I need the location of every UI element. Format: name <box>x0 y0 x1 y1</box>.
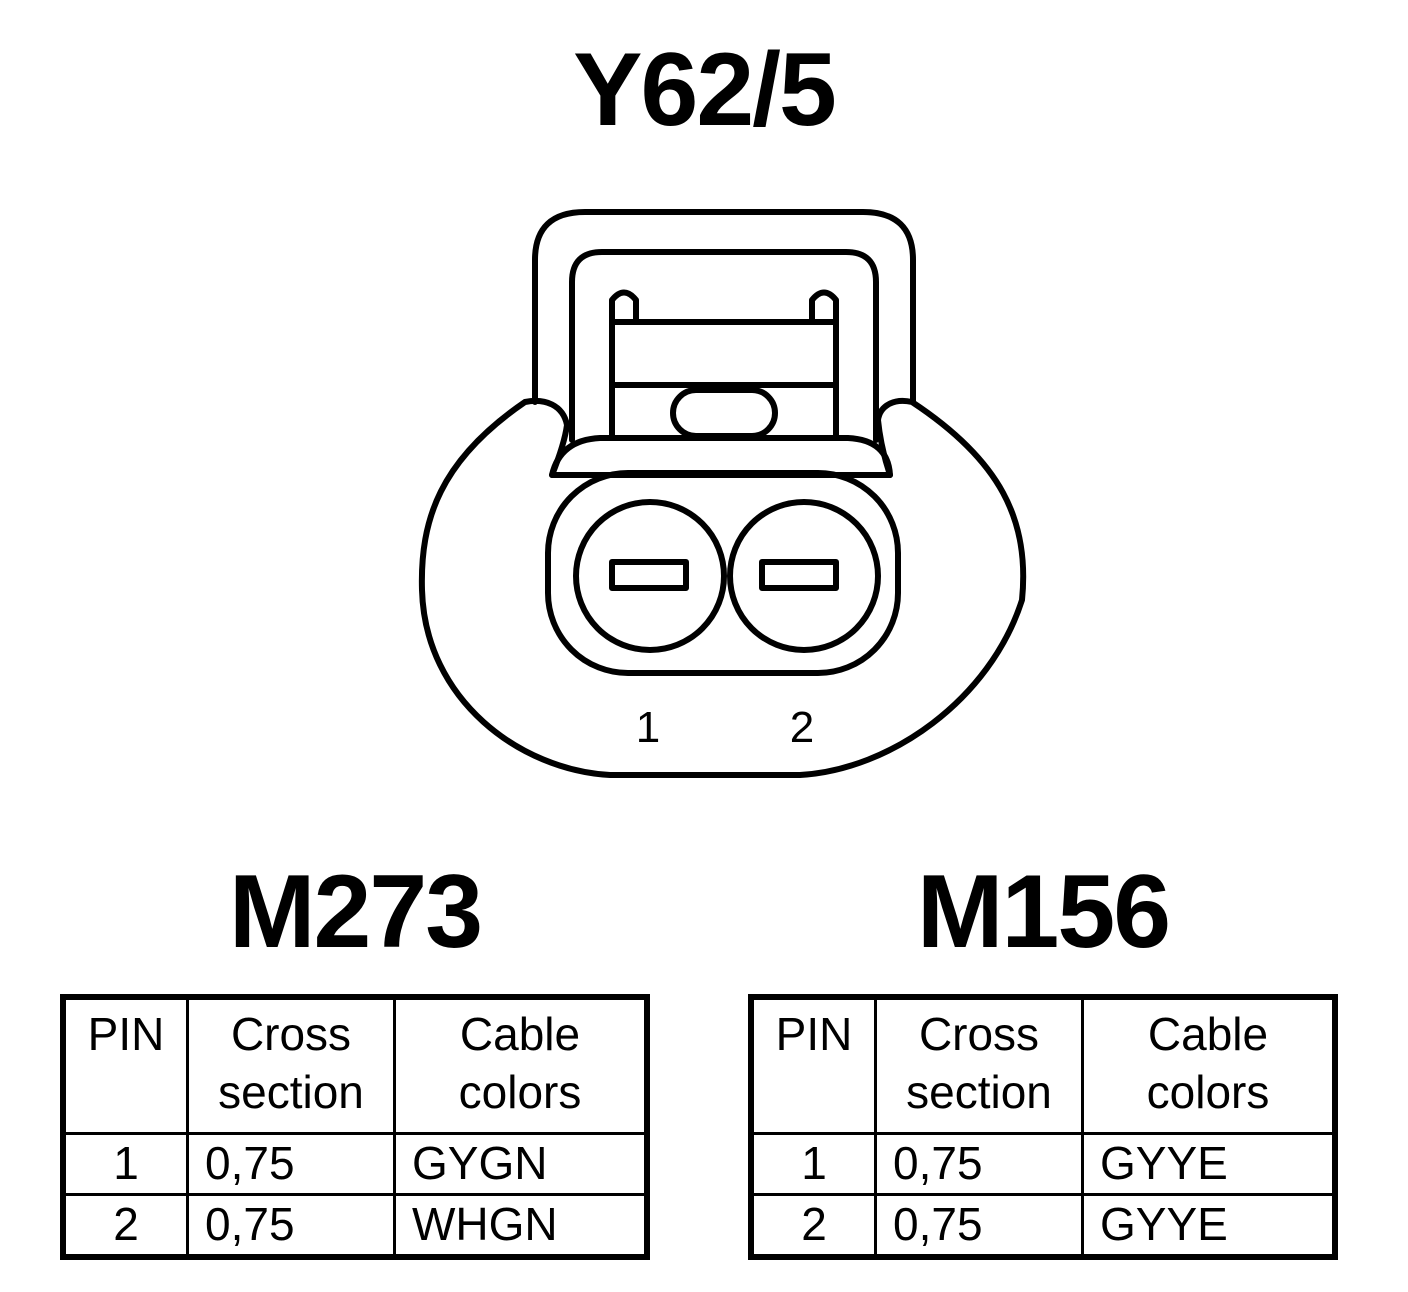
header-cable-colors: Cable colors <box>393 995 649 1135</box>
pin-1-terminal <box>609 559 689 591</box>
cell-cable-color: GYYE <box>1081 1132 1337 1196</box>
table-row: 2 0,75 GYYE <box>749 1193 1337 1259</box>
pin-2-cavity <box>727 499 881 653</box>
cell-cable-color: WHGN <box>393 1193 649 1259</box>
engine-title-m156: M156 <box>916 854 1171 970</box>
header-pin: PIN <box>749 995 877 1135</box>
cell-cross-section: 0,75 <box>186 1132 396 1196</box>
release-button <box>670 387 778 439</box>
table-row: 1 0,75 GYYE <box>749 1132 1337 1196</box>
cell-cable-color: GYYE <box>1081 1193 1337 1259</box>
wiring-table-m273: PIN Cross section Cable colors 1 0,75 GY… <box>60 994 650 1260</box>
header-cable-colors: Cable colors <box>1081 995 1337 1135</box>
header-cross-line1: Cross <box>230 1008 352 1060</box>
engine-title-m273: M273 <box>228 854 483 970</box>
cell-cross-section: 0,75 <box>874 1193 1084 1259</box>
wiring-table-m156: PIN Cross section Cable colors 1 0,75 GY… <box>748 994 1338 1260</box>
cell-pin: 2 <box>61 1193 189 1259</box>
pin-1-cavity <box>573 499 727 653</box>
header-cross-section: Cross section <box>874 995 1084 1135</box>
header-cross-section: Cross section <box>186 995 396 1135</box>
cell-cable-color: GYGN <box>393 1132 649 1196</box>
latch-frame-outer <box>532 209 916 405</box>
latch-tab-left <box>609 289 639 441</box>
cell-pin: 1 <box>749 1132 877 1196</box>
pin-1-label: 1 <box>636 703 660 752</box>
latch-frame-inner <box>569 249 879 443</box>
latch-tab-right <box>809 289 839 441</box>
cell-cross-section: 0,75 <box>186 1193 396 1259</box>
pin-2-terminal <box>759 559 839 591</box>
header-color-line1: Cable <box>1147 1008 1269 1060</box>
header-color-line2: colors <box>458 1065 582 1118</box>
table-row: 1 0,75 GYGN <box>61 1132 649 1196</box>
header-color-line2: colors <box>1146 1065 1270 1118</box>
header-cross-line2: section <box>218 1065 364 1118</box>
cell-cross-section: 0,75 <box>874 1132 1084 1196</box>
connector-title: Y62/5 <box>573 32 837 148</box>
cell-pin: 2 <box>749 1193 877 1259</box>
table-row: 2 0,75 WHGN <box>61 1193 649 1259</box>
header-pin: PIN <box>61 995 189 1135</box>
table-header-row: PIN Cross section Cable colors <box>749 995 1337 1135</box>
shroud-top <box>549 435 893 478</box>
pin-cavity-surround <box>545 470 901 676</box>
table-header-row: PIN Cross section Cable colors <box>61 995 649 1135</box>
header-cross-line2: section <box>906 1065 1052 1118</box>
header-color-line1: Cable <box>459 1008 581 1060</box>
cell-pin: 1 <box>61 1132 189 1196</box>
header-cross-line1: Cross <box>918 1008 1040 1060</box>
pin-2-label: 2 <box>790 703 814 752</box>
